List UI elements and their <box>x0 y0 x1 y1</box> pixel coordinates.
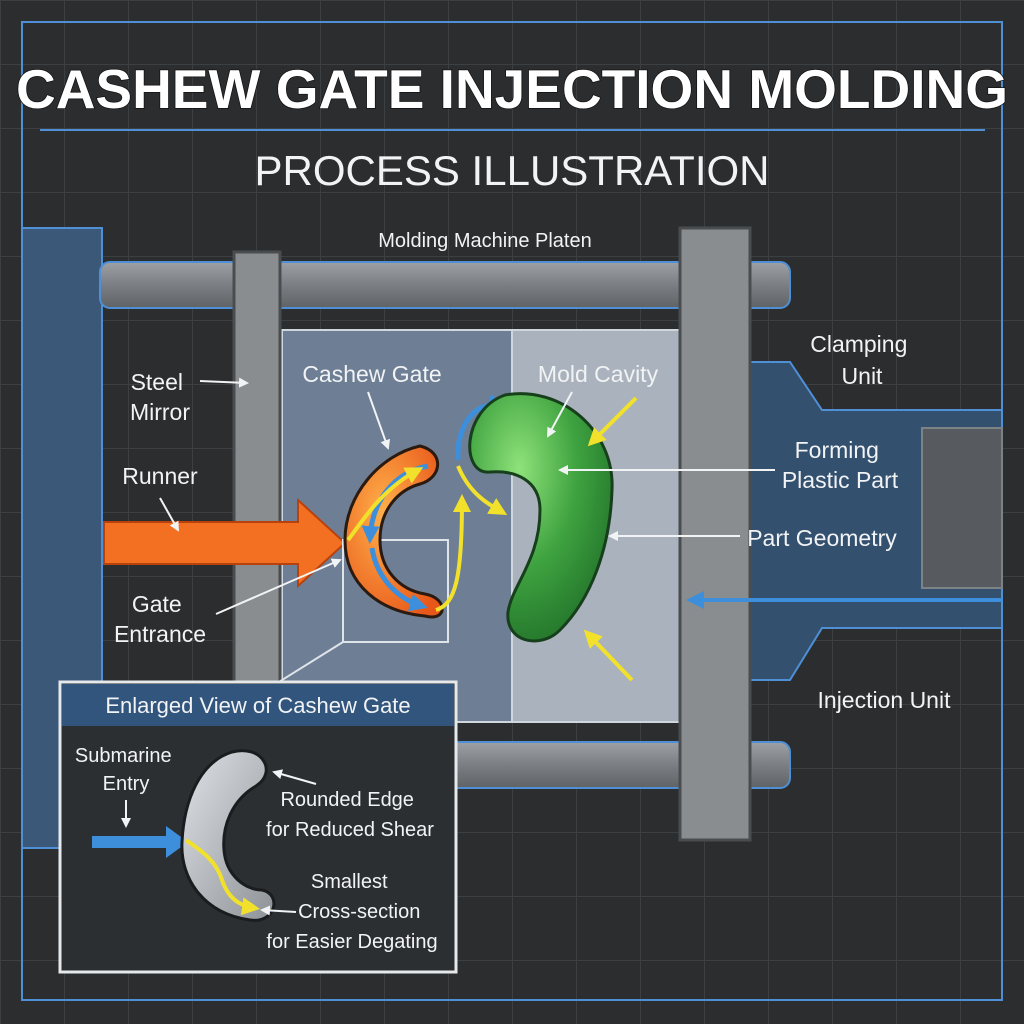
label-cashew-gate: Cashew Gate <box>302 361 441 387</box>
steel-mirror-pointer <box>199 377 249 388</box>
pressure-arrow-bottom <box>583 629 634 682</box>
inset-smallest-line3: for Easier Degating <box>266 931 437 953</box>
label-clamping-line1: Clamping <box>810 331 907 357</box>
inset-submarine-line1: Submarine <box>75 745 172 767</box>
label-gate-entrance-line2: Entrance <box>114 621 206 647</box>
inset-smallest-line2: Cross-section <box>298 901 420 923</box>
fill-flow-yellow-arrow <box>435 494 471 612</box>
subtitle: PROCESS ILLUSTRATION <box>255 147 770 194</box>
inset-submarine-entry: Submarine Entry <box>75 745 177 795</box>
label-clamping-line2: Unit <box>842 363 884 389</box>
inset-entry-arrow-head <box>166 826 188 858</box>
inset-submarine-line2: Entry <box>103 773 150 795</box>
cashew-gate-shape <box>343 444 444 619</box>
mold-cavity-pointer <box>547 391 573 438</box>
forming-plastic-part <box>468 392 614 643</box>
label-steel-mirror-line2: Mirror <box>130 399 190 425</box>
label-part-geometry: Part Geometry <box>747 525 897 551</box>
main-title: CASHEW GATE INJECTION MOLDING <box>16 58 1008 120</box>
inset-enlarged-view: Enlarged View of Cashew Gate Submarine E… <box>58 680 458 974</box>
label-mold-cavity: Mold Cavity <box>538 361 659 387</box>
label-clamping-unit: Clamping Unit <box>810 331 914 389</box>
runner-pointer <box>159 497 179 532</box>
label-steel-mirror-line1: Steel <box>131 369 183 395</box>
gate-zoom-box <box>342 539 449 643</box>
inset-rounded-edge: Rounded Edge for Reduced Shear <box>266 789 434 841</box>
gate-flow-yellow-arrow <box>346 467 424 542</box>
gate-entrance-pointer <box>215 558 342 615</box>
inset-title: Enlarged View of Cashew Gate <box>105 693 410 718</box>
inset-smallest-pointer <box>260 905 297 916</box>
gate-flow-blue-arrow-2 <box>369 547 428 612</box>
cavity-entry-yellow-arrow <box>456 465 508 516</box>
cashew-gate-pointer <box>367 391 391 450</box>
inset-smallest-cross-section: Smallest Cross-section for Easier Degati… <box>266 871 437 953</box>
runner-arrow <box>103 497 347 589</box>
label-gate-entrance: Gate Entrance <box>114 591 206 647</box>
steel-mirror-platen <box>232 250 282 694</box>
pressure-arrow-top <box>587 396 638 447</box>
label-forming-part: Forming Plastic Part <box>782 437 899 493</box>
label-forming-line1: Forming <box>795 437 879 463</box>
inset-cashew-shape <box>180 749 276 922</box>
label-steel-mirror: Steel Mirror <box>130 369 190 425</box>
label-forming-line2: Plastic Part <box>782 467 899 493</box>
inset-rounded-line1: Rounded Edge <box>280 789 413 811</box>
injection-nozzle-block <box>921 427 1003 589</box>
label-gate-entrance-line1: Gate <box>132 591 182 617</box>
inset-smallest-line1: Smallest <box>311 871 388 893</box>
label-platen: Molding Machine Platen <box>378 230 591 252</box>
inset-rounded-edge-pointer <box>272 769 317 785</box>
label-runner: Runner <box>122 463 198 489</box>
molding-machine-platen <box>678 226 752 842</box>
inset-flow-yellow-arrow <box>184 838 260 916</box>
inset-title-bar <box>62 684 454 726</box>
inset-rounded-line2: for Reduced Shear <box>266 819 434 841</box>
label-injection-unit: Injection Unit <box>818 687 952 713</box>
